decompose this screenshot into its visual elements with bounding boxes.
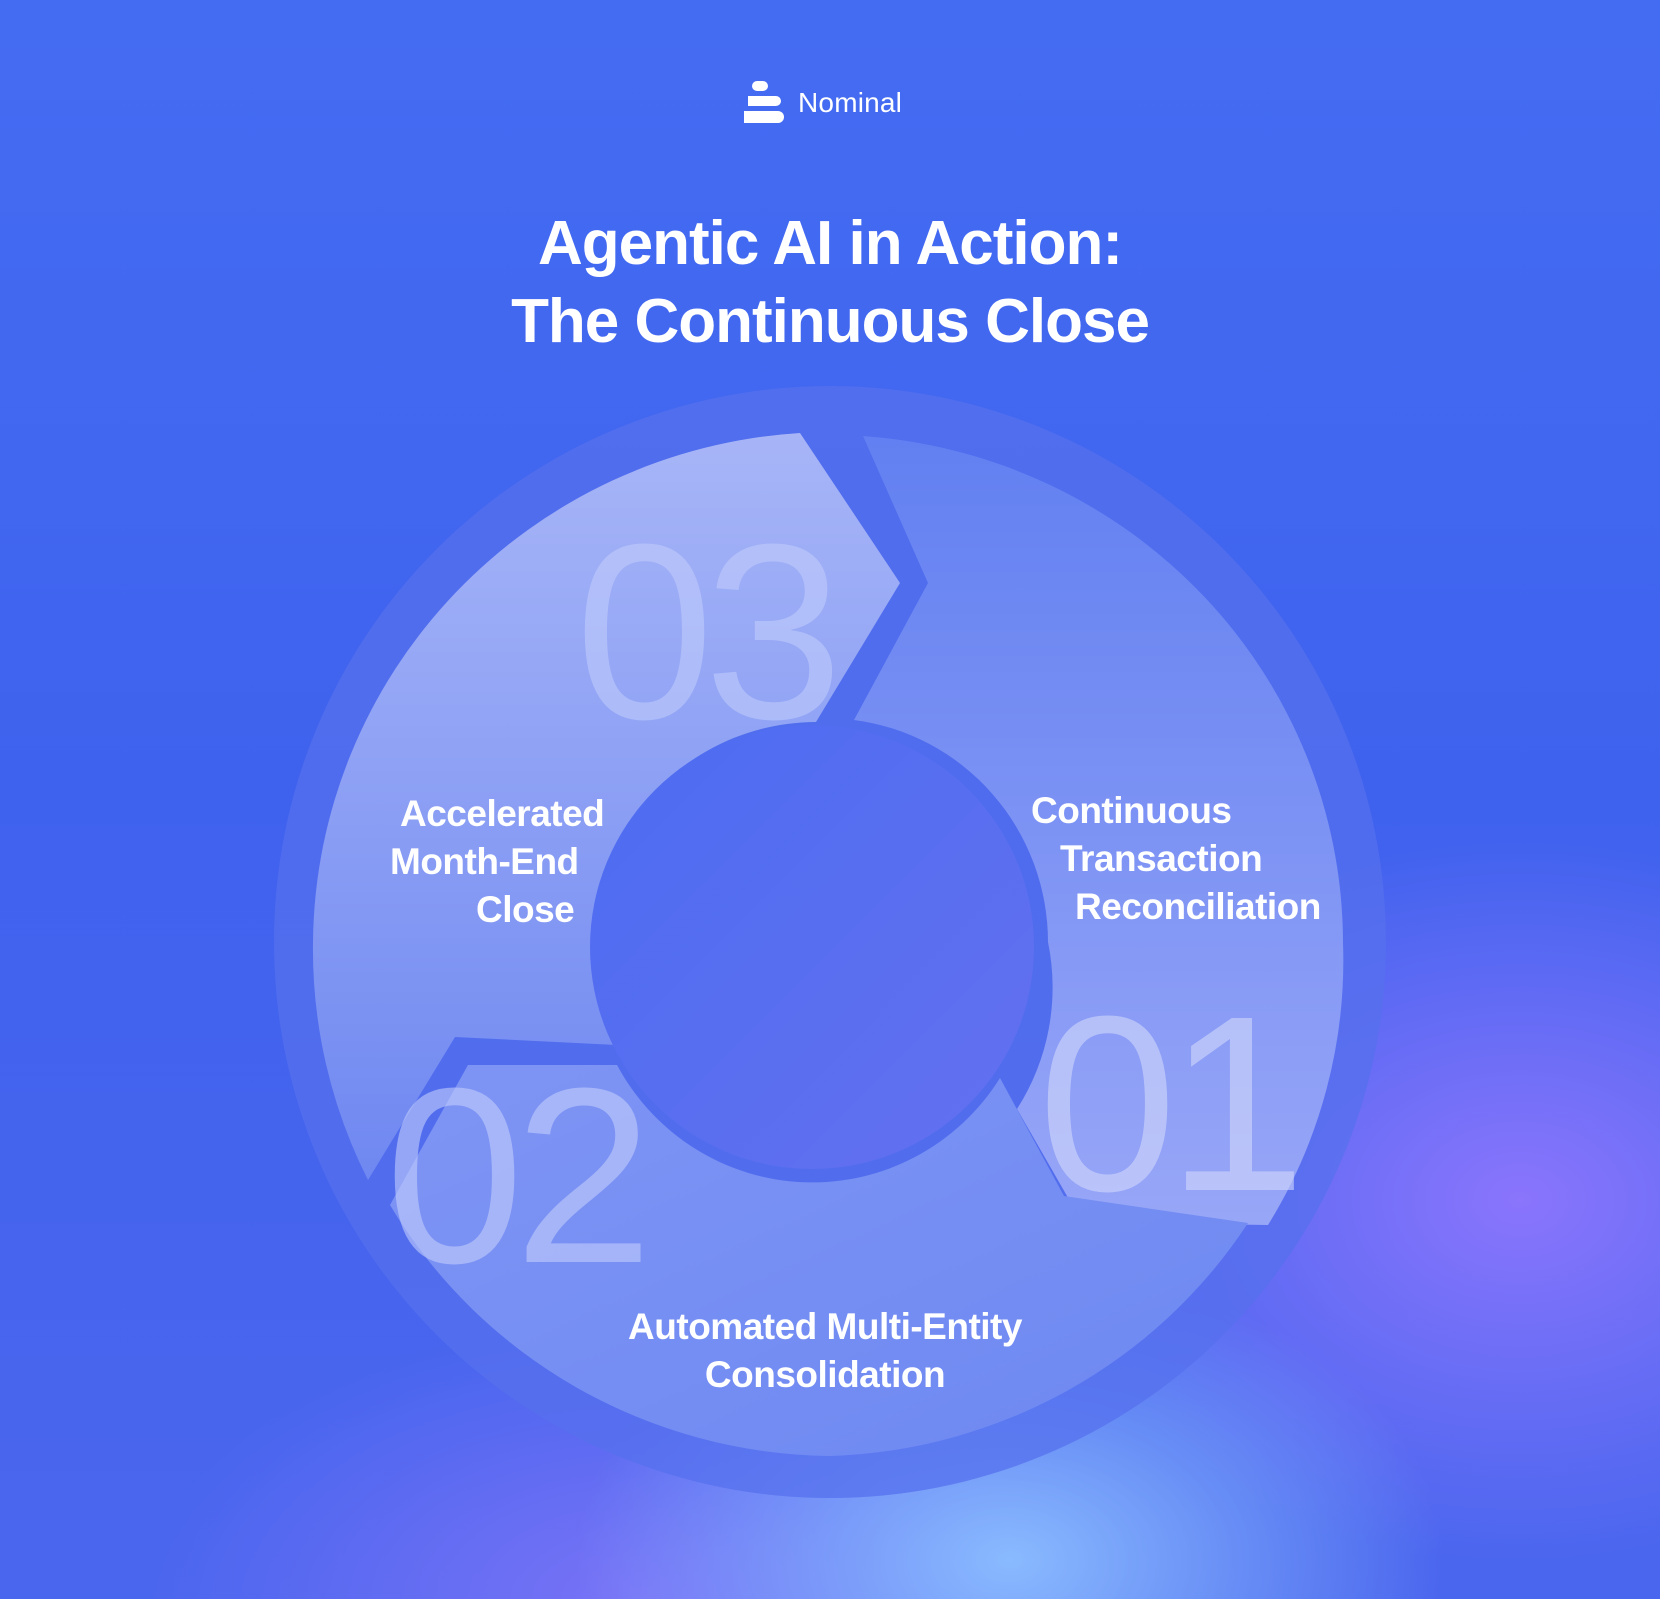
step-02-line-1: Automated Multi-Entity	[628, 1306, 1022, 1347]
step-01-line-1: Continuous	[1031, 790, 1232, 831]
center-disc	[590, 725, 1034, 1169]
step-01-line-2: Transaction	[1060, 838, 1263, 879]
step-01-line-3: Reconciliation	[1075, 886, 1321, 927]
nominal-logo-icon	[744, 81, 784, 123]
step-03-line-1: Accelerated	[400, 793, 605, 834]
title-line-1: Agentic AI in Action:	[537, 209, 1123, 278]
step-03-line-3: Close	[476, 889, 575, 930]
step-number-03: 03	[575, 492, 833, 771]
step-03-label: Accelerated Month-End Close	[386, 790, 605, 934]
segment-02	[390, 1065, 1248, 1456]
brand-logo: Nominal	[742, 78, 902, 128]
brand-name: Nominal	[798, 87, 903, 118]
step-01-label: Continuous Transaction Reconciliation	[1031, 787, 1321, 931]
step-02-label: Automated Multi-Entity Consolidation	[560, 1303, 1090, 1399]
title-line-2: The Continuous Close	[511, 287, 1150, 356]
step-number-02: 02	[385, 1036, 643, 1315]
segment-01	[854, 436, 1344, 1225]
step-number-01: 01	[1038, 964, 1296, 1243]
step-03-line-2: Month-End	[390, 841, 579, 882]
segment-03	[312, 433, 900, 1180]
step-02-line-2: Consolidation	[704, 1354, 946, 1395]
page-title: Agentic AI in Action: The Continuous Clo…	[0, 205, 1660, 361]
